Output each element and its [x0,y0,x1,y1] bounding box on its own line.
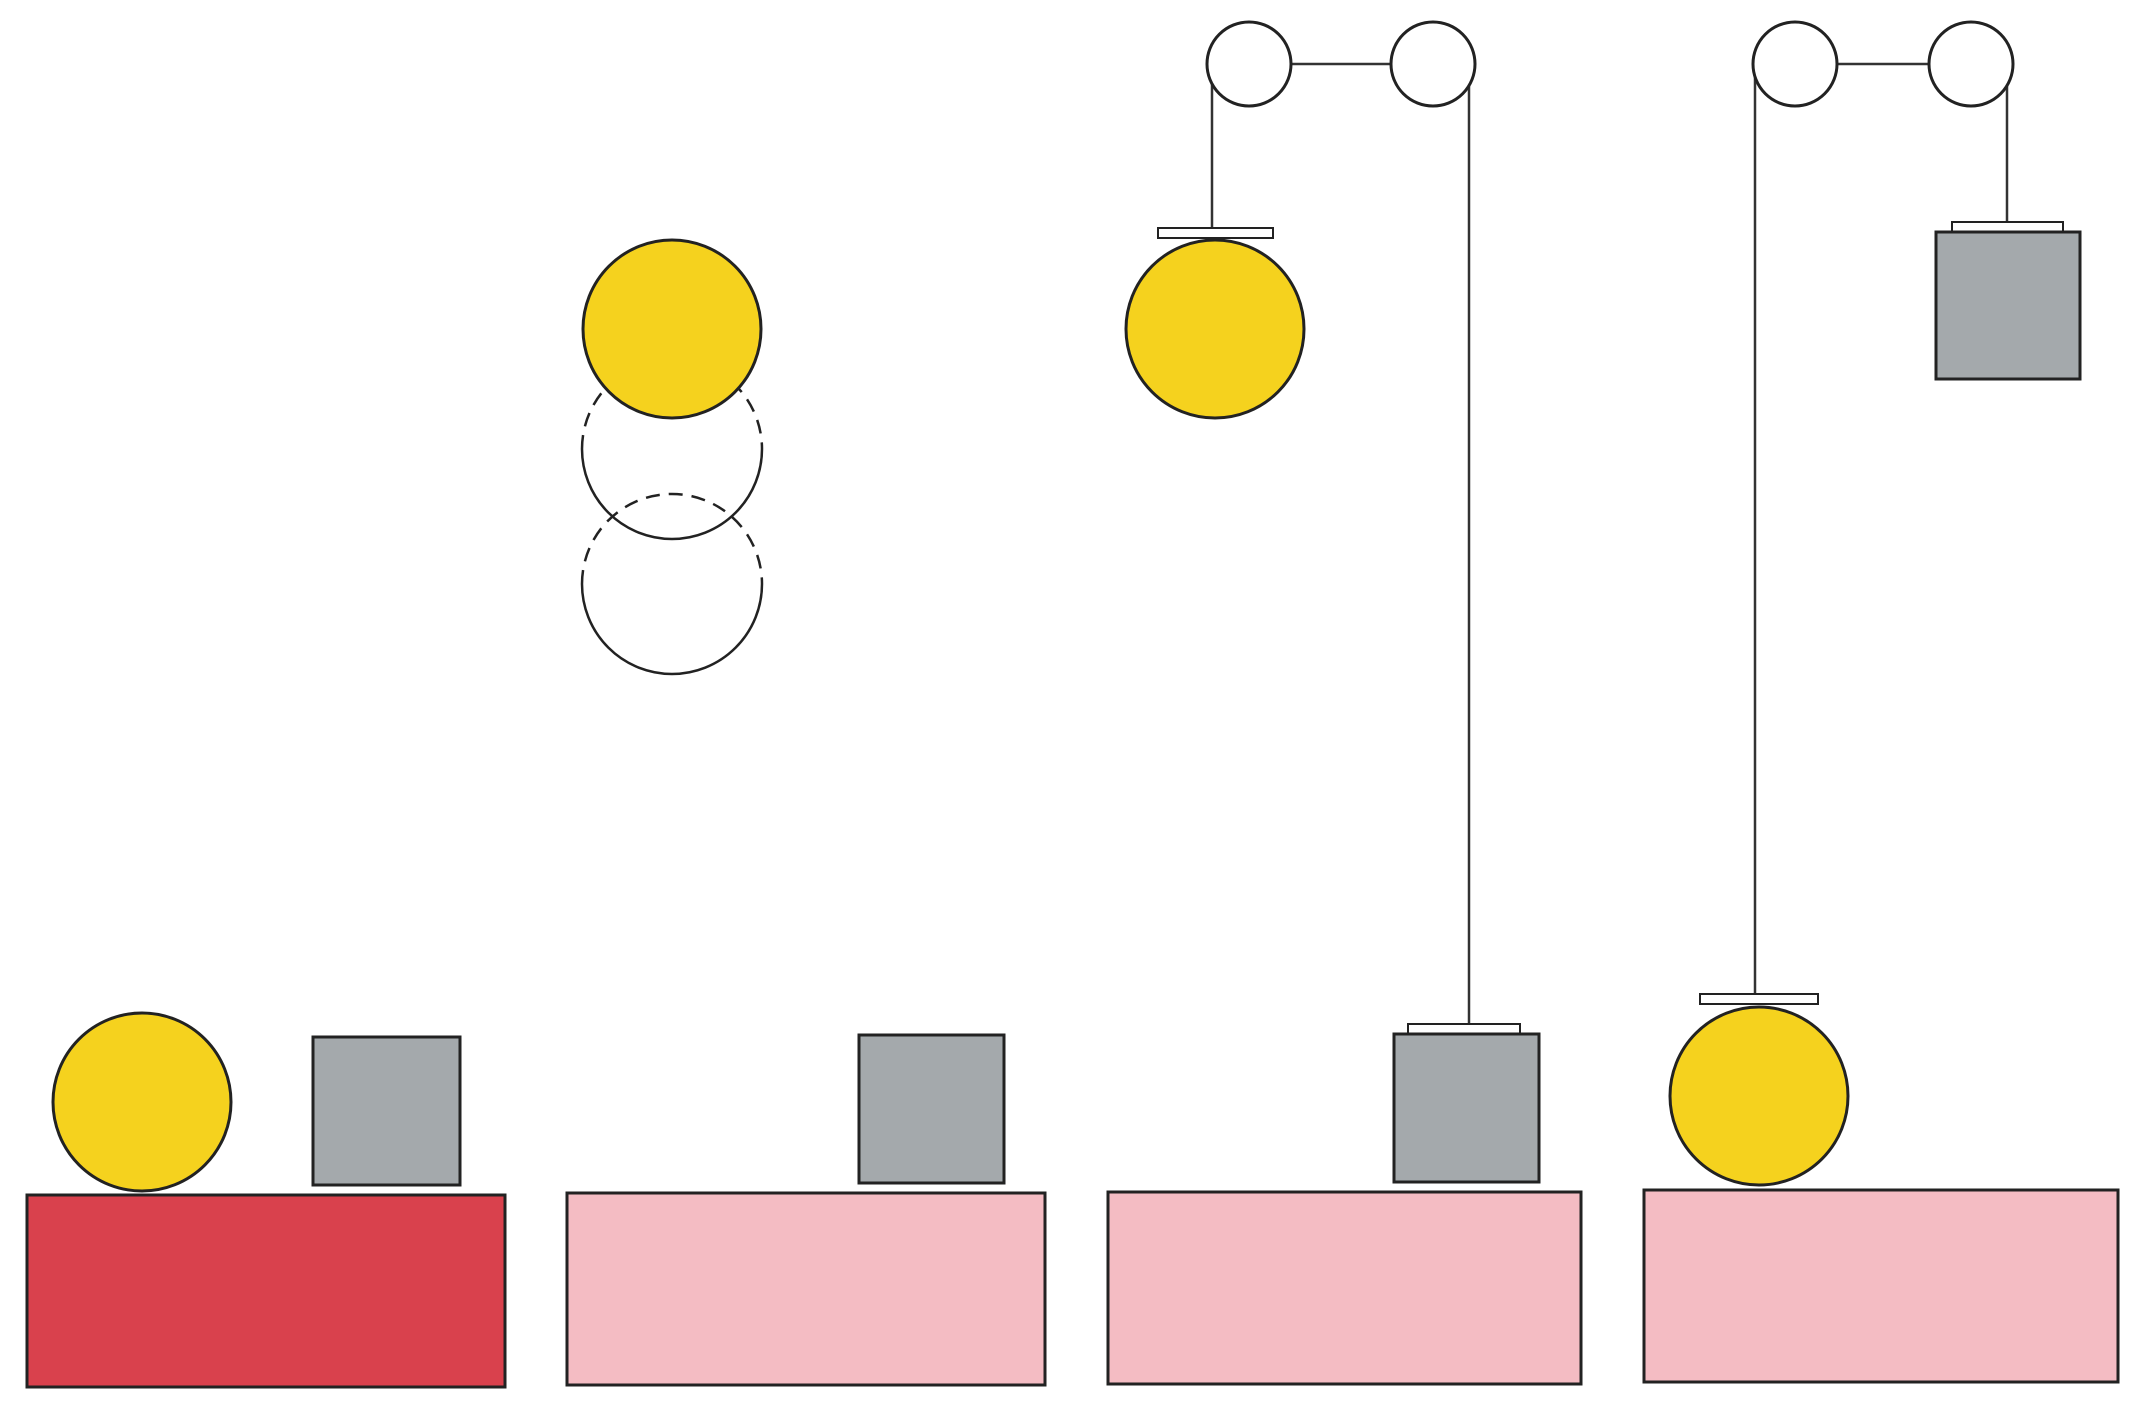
table [565,1191,1047,1387]
pulley-block [1392,1032,1541,1184]
pulley-wheel [1927,20,2015,108]
panel-2 [565,238,1047,1387]
pulley-wheel [1205,20,1293,108]
pulley-ball [1124,238,1306,420]
panel-4 [1642,20,2120,1384]
table [1106,1190,1583,1386]
table [1642,1188,2120,1384]
hook-plate [1699,993,1819,1005]
falling-ball [581,238,763,420]
pulley-wheel [1389,20,1477,108]
pulley-ball [1668,1005,1850,1187]
panel-3 [1106,20,1583,1386]
hook-plate [1157,227,1274,239]
ball-ghost-lower-dashed [580,492,764,585]
ball-ghost-middle [580,448,764,541]
pulley-block [1934,230,2082,381]
table [25,1193,507,1389]
block [311,1035,462,1187]
block [857,1033,1006,1185]
panel-1 [25,1011,507,1389]
pulley-wheel [1751,20,1839,108]
ball [51,1011,233,1193]
ball-ghost-lower [580,583,764,676]
